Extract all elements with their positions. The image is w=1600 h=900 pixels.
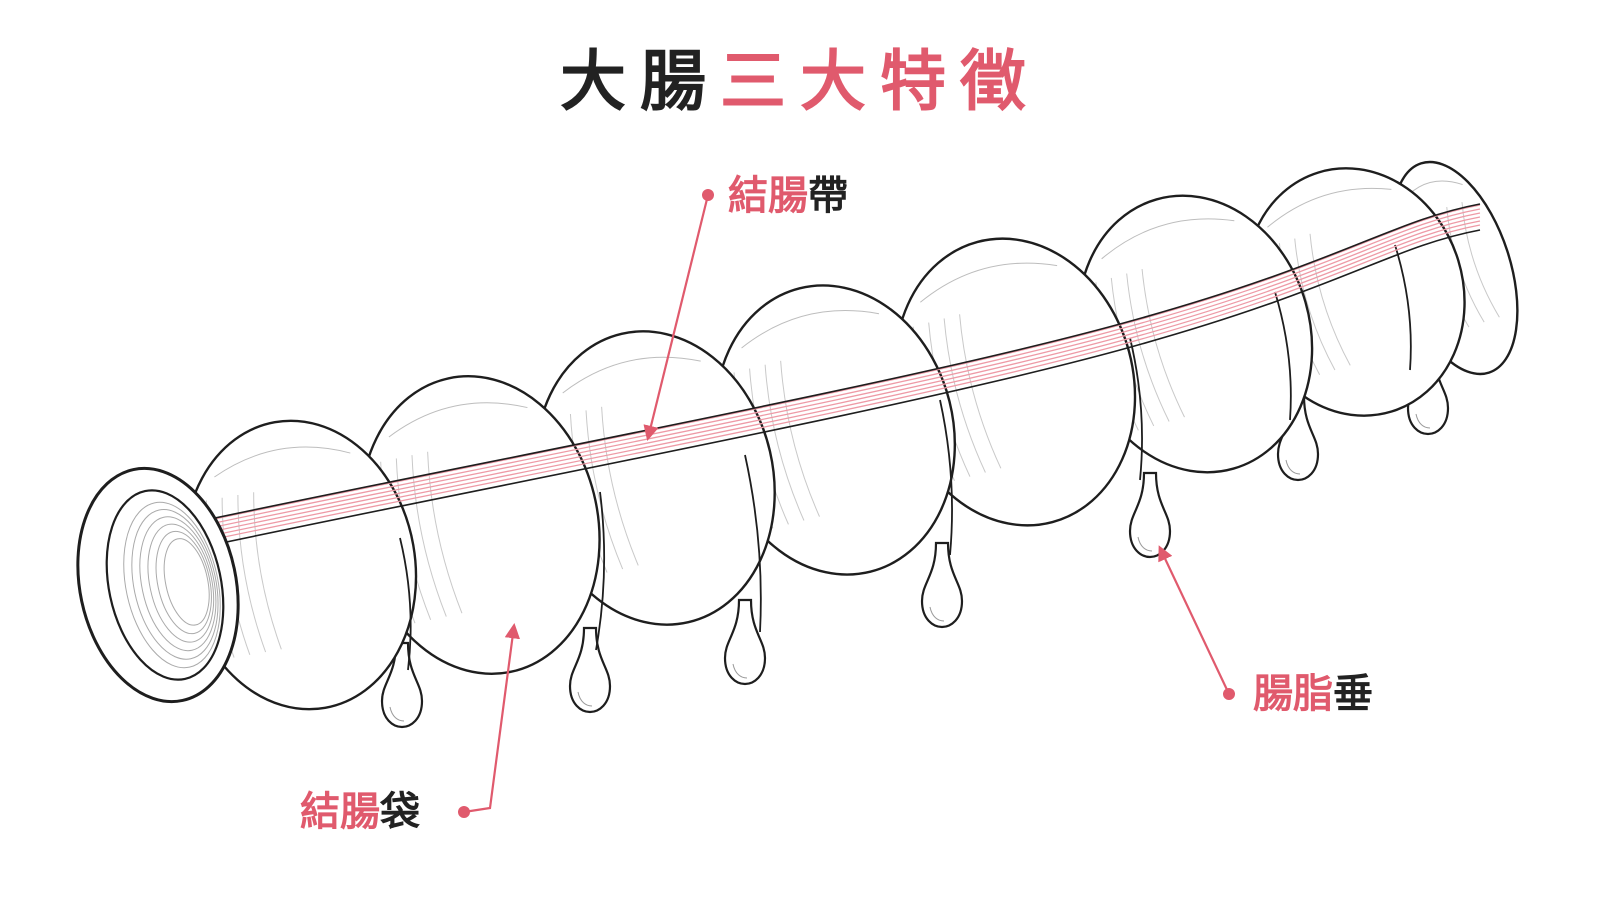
haustrum-fold bbox=[411, 455, 447, 617]
opening-ring bbox=[163, 538, 210, 626]
haustrum-fold bbox=[959, 314, 1002, 469]
taenia-band bbox=[209, 203, 1481, 546]
haustrum-separator bbox=[399, 537, 412, 671]
taenia-strand bbox=[209, 216, 1481, 533]
haustrum-fold bbox=[943, 318, 986, 473]
haustrum-highlight bbox=[562, 356, 701, 394]
appendix-drop bbox=[380, 641, 424, 729]
haustra-label-accent: 結腸 bbox=[300, 789, 380, 835]
colon-opening bbox=[76, 466, 240, 704]
appendix-shade bbox=[929, 606, 945, 622]
haustrum-fold bbox=[427, 451, 463, 614]
taenia-strand bbox=[209, 208, 1481, 525]
appendices-leader-line bbox=[1158, 545, 1230, 695]
haustrum-fold bbox=[585, 410, 624, 570]
colon-body bbox=[182, 160, 1519, 711]
appendix-drop bbox=[723, 598, 767, 686]
appendices-label-accent: 腸脂 bbox=[1253, 671, 1333, 717]
haustrum-fold bbox=[780, 360, 820, 517]
appendix-drop bbox=[568, 626, 612, 714]
opening-ring bbox=[139, 516, 217, 652]
haustrum-highlight bbox=[920, 262, 1058, 303]
haustrum-separator bbox=[1129, 337, 1143, 481]
taenia-leader-line bbox=[643, 194, 710, 441]
haustrum-separator bbox=[939, 399, 953, 556]
taenia-edge-bottom bbox=[211, 229, 1481, 546]
haustrum-fold bbox=[1294, 238, 1336, 371]
haustrum-separator bbox=[744, 454, 762, 633]
haustrum-fold bbox=[601, 406, 639, 566]
haustrum-segment bbox=[359, 375, 601, 675]
taenia-strand bbox=[209, 220, 1481, 537]
opening-ring bbox=[155, 530, 212, 635]
leader-lines bbox=[463, 194, 1230, 814]
haustrum-highlight bbox=[1267, 187, 1392, 228]
haustrum-separator bbox=[1394, 244, 1412, 371]
appendix-shade bbox=[732, 663, 748, 679]
haustrum-fold bbox=[1309, 233, 1351, 366]
haustra-label: 結腸袋 bbox=[300, 792, 420, 832]
haustrum-highlight bbox=[1101, 218, 1235, 260]
appendices-group bbox=[380, 348, 1450, 729]
haustrum-separator bbox=[1274, 291, 1292, 421]
appendices-label: 腸脂垂 bbox=[1253, 674, 1373, 714]
haustra-leader-line bbox=[463, 622, 521, 814]
haustrum-highlight bbox=[388, 402, 528, 438]
title-part-dark: 大腸 bbox=[560, 43, 720, 120]
taenia-strand bbox=[209, 204, 1481, 521]
haustrum-highlight bbox=[741, 310, 880, 349]
haustrum-highlight bbox=[214, 446, 351, 478]
haustrum-fold bbox=[764, 364, 805, 521]
appendix-shade bbox=[389, 706, 405, 722]
opening-ring bbox=[147, 523, 215, 643]
taenia-label: 結腸帶 bbox=[728, 176, 848, 216]
appendix-drop bbox=[1128, 471, 1172, 559]
taenia-label-accent: 結腸 bbox=[728, 173, 808, 219]
taenia-strand bbox=[209, 212, 1481, 529]
appendices-label-dark: 垂 bbox=[1333, 671, 1373, 717]
taenia-edge-top bbox=[209, 203, 1481, 520]
taenia-label-dot bbox=[702, 189, 714, 201]
opening-ring bbox=[123, 501, 221, 669]
appendix-shade bbox=[1137, 536, 1153, 552]
haustrum-fold bbox=[1141, 269, 1185, 418]
page-title: 大腸三大特徵 bbox=[0, 28, 1600, 124]
haustra-label-dot bbox=[458, 806, 470, 818]
taenia-strand bbox=[209, 224, 1481, 541]
haustrum-fold bbox=[1461, 202, 1500, 318]
appendix-drop bbox=[920, 541, 964, 629]
appendix-shade bbox=[1415, 413, 1431, 429]
title-part-accent: 三大特徵 bbox=[720, 43, 1040, 120]
haustra-label-dark: 袋 bbox=[380, 789, 420, 835]
appendix-shade bbox=[577, 691, 593, 707]
haustrum-fold bbox=[1126, 273, 1170, 422]
appendix-shade bbox=[1285, 459, 1301, 475]
haustrum-separator bbox=[595, 491, 606, 651]
appendices-label-dot bbox=[1223, 688, 1235, 700]
opening-ring bbox=[131, 509, 219, 660]
taenia-label-dark: 帶 bbox=[808, 173, 848, 219]
